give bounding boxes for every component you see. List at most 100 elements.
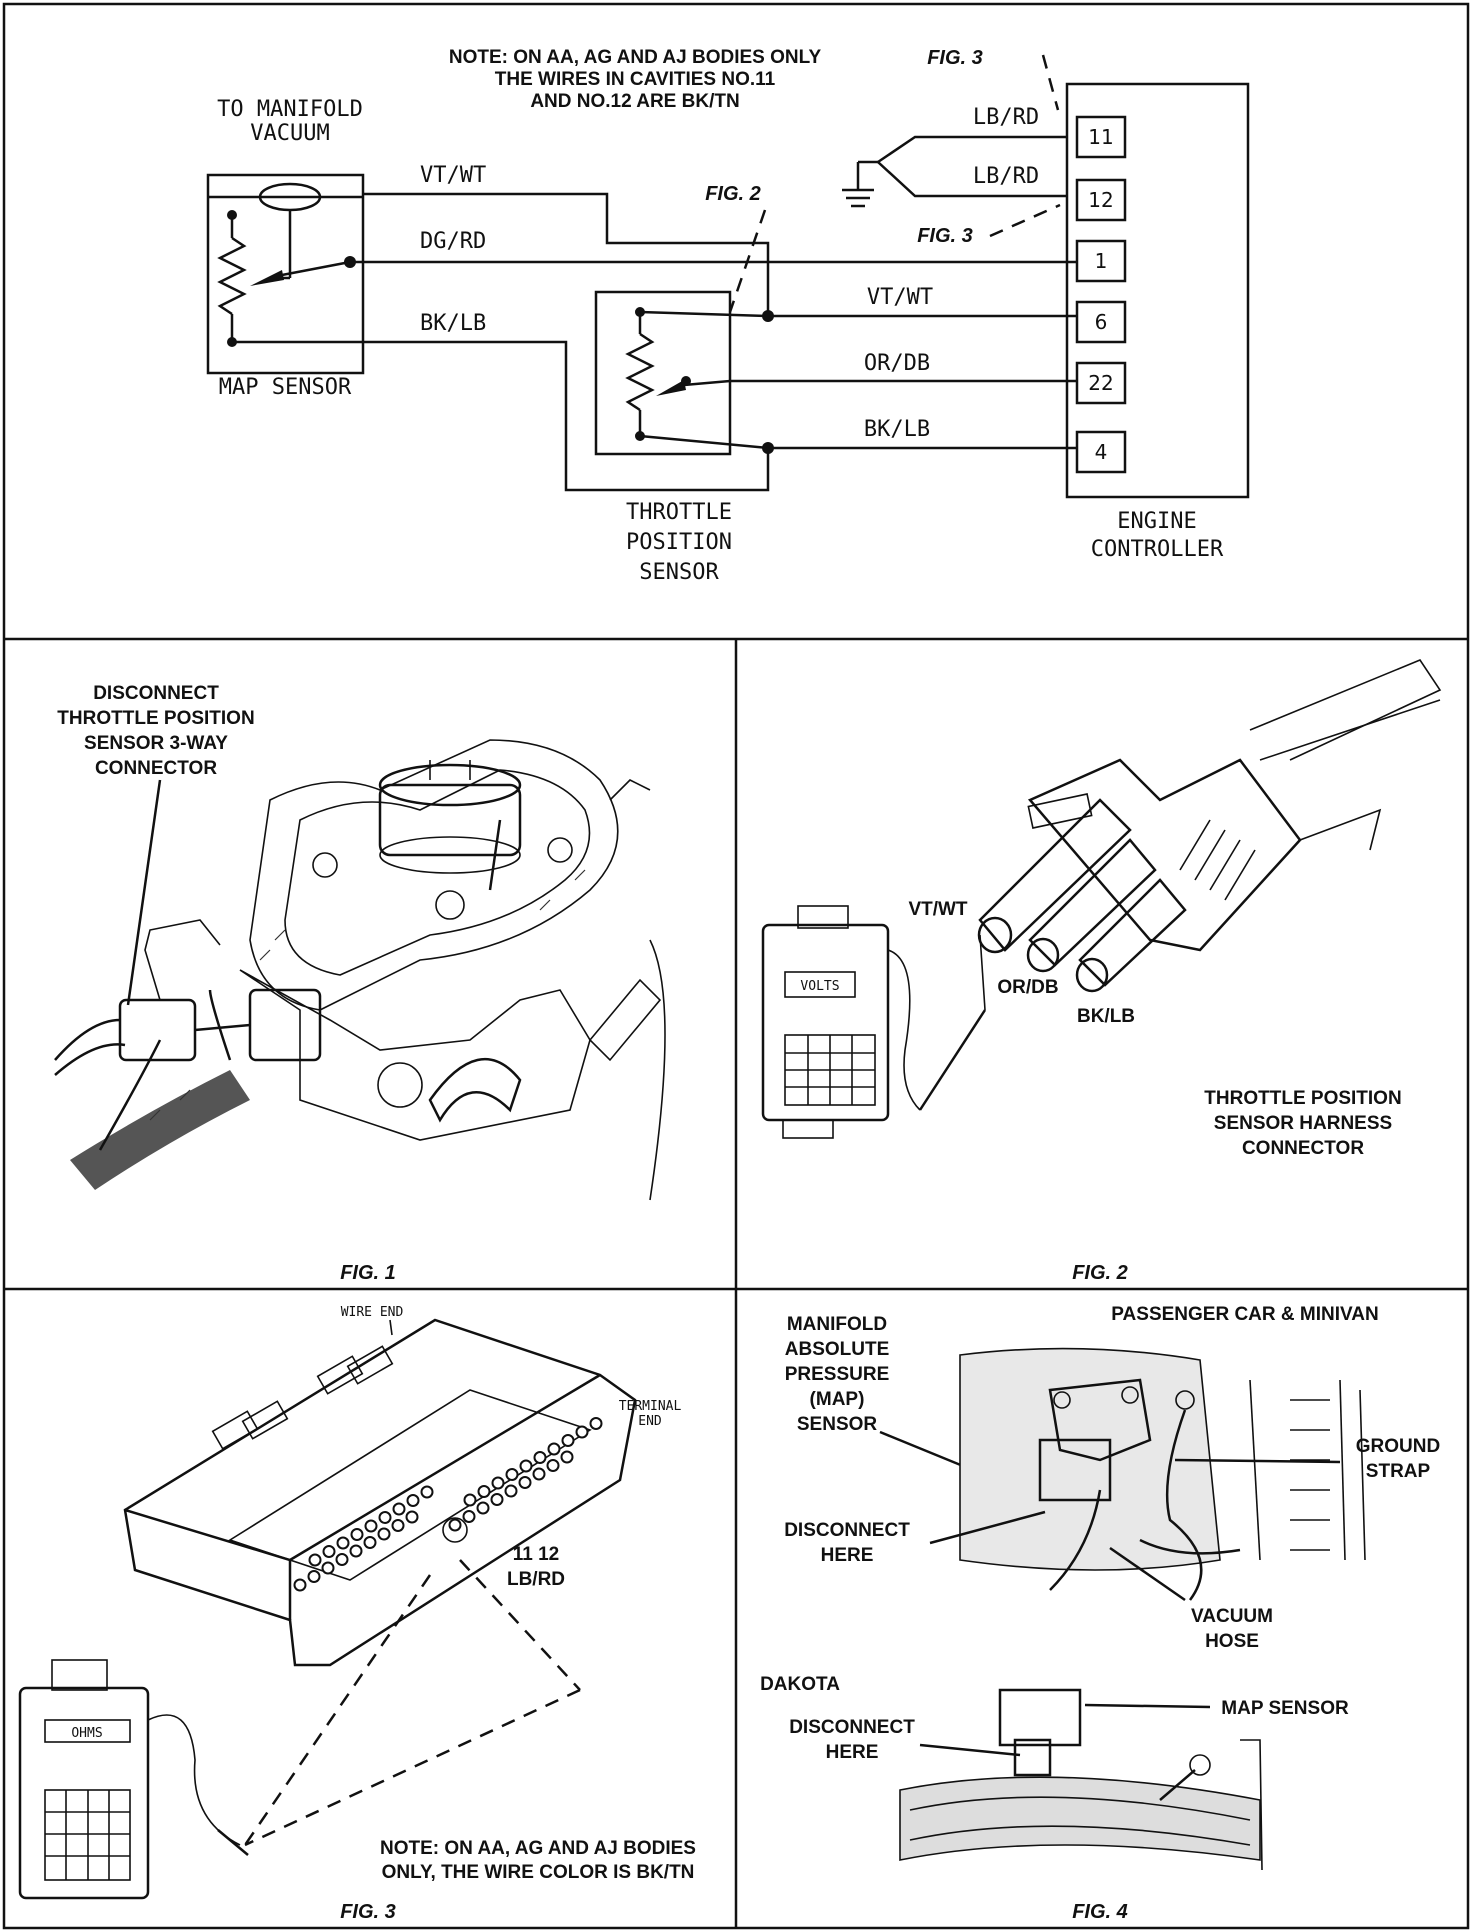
connector-pin (504, 1484, 518, 1498)
controller-label-line2: CONTROLLER (1091, 537, 1224, 562)
wire-bklb-map (232, 340, 770, 492)
connector-pin (560, 1450, 574, 1464)
wire-label-vtwt-tps: VT/WT (867, 285, 933, 310)
fig4-map-label-line1: MANIFOLD (787, 1314, 887, 1335)
fig4-caption: FIG. 4 (1072, 1901, 1128, 1923)
connector-pin (392, 1502, 406, 1516)
fig1-callout-line3: SENSOR 3-WAY (84, 733, 228, 754)
fig4-map-label-line5: SENSOR (797, 1414, 878, 1435)
fig4-map-label-line4: (MAP) (810, 1389, 865, 1410)
schematic-note-line1: NOTE: ON AA, AG AND AJ BODIES ONLY (449, 47, 822, 68)
fig4-vacuum-hose-line2: HOSE (1205, 1631, 1259, 1652)
pin-22: 22 (1088, 371, 1113, 395)
wire-label-lbrd-12: LB/RD (973, 164, 1039, 189)
tps-label-line3: SENSOR (639, 560, 719, 585)
schematic-note-line2: THE WIRES IN CAVITIES NO.11 (495, 69, 776, 90)
connector-pin (335, 1553, 349, 1566)
fig1-caption: FIG. 1 (340, 1262, 396, 1284)
fig2-caption: FIG. 2 (1072, 1262, 1128, 1284)
fig4-map-sensor-label: MAP SENSOR (1221, 1698, 1349, 1719)
pin-4: 4 (1095, 440, 1108, 464)
connector-pin (518, 1476, 532, 1489)
pin-12: 12 (1088, 188, 1113, 212)
connector-pin (561, 1434, 575, 1447)
fig4-disconnect2-line1: DISCONNECT (789, 1717, 915, 1738)
fig2-label-ordb: OR/DB (997, 977, 1058, 998)
wire-vtwt-map (363, 192, 770, 316)
manifold-vacuum-label-line1: TO MANIFOLD (217, 97, 363, 122)
connector-pin (420, 1485, 434, 1499)
wire-label-lbrd-11: LB/RD (973, 105, 1039, 130)
connector-pin (322, 1545, 336, 1558)
connector-pin (307, 1570, 321, 1583)
controller-label-line1: ENGINE (1117, 509, 1196, 534)
connector-pin (349, 1544, 363, 1558)
wire-label-vtwt-map: VT/WT (420, 163, 486, 188)
fig2-connector-probe-illustration: VOLTS VT/WT OR/DB BK (761, 659, 1442, 1284)
pin-1: 1 (1095, 249, 1108, 273)
connector-pin (477, 1485, 491, 1498)
fig3-callout-bottom: FIG. 3 (917, 225, 973, 247)
fig2-callout: FIG. 2 (705, 183, 761, 205)
fig3-caption: FIG. 3 (340, 1901, 396, 1923)
fig2-connector-label-line1: THROTTLE POSITION (1204, 1088, 1401, 1109)
map-sensor-label: MAP SENSOR (219, 375, 352, 400)
fig1-callout-line4: CONNECTOR (95, 758, 217, 779)
fig3-pin-array (293, 1417, 603, 1592)
fig4-map-sensor-locations: PASSENGER CAR & MINIVAN MANIFOLD ABSOLUT… (760, 1304, 1440, 1923)
connector-pin (491, 1476, 505, 1490)
fig4-map-label-line3: PRESSURE (785, 1364, 890, 1385)
fig3-controller-connector-illustration: WIRE END TERMINAL END 11 12 LB/RD OHMS (18, 1305, 696, 1923)
map-sensor-symbol (206, 173, 365, 375)
connector-pin (406, 1494, 420, 1507)
fig3-wire-end-label: WIRE END (341, 1305, 404, 1320)
connector-pin (448, 1518, 462, 1532)
connector-pin (321, 1561, 335, 1575)
fig3-pin-color: LB/RD (507, 1569, 565, 1590)
connector-pin (546, 1459, 560, 1472)
ground-wires (842, 135, 1067, 208)
connector-pin (336, 1536, 350, 1550)
fig2-label-bklb: BK/LB (1077, 1006, 1135, 1027)
wire-vtwt-tps (639, 310, 1077, 318)
fig4-ground-strap-line1: GROUND (1356, 1436, 1440, 1457)
connector-pin (350, 1528, 364, 1541)
fig2-connector-label-line2: SENSOR HARNESS (1214, 1113, 1392, 1134)
fig3-note-line2: ONLY, THE WIRE COLOR IS BK/TN (382, 1862, 695, 1883)
fig2-meter-mode: VOLTS (800, 979, 839, 994)
fig2-label-vtwt: VT/WT (908, 899, 967, 920)
connector-pin (378, 1511, 392, 1524)
wire-label-bklb-map: BK/LB (420, 311, 486, 336)
pin-6: 6 (1095, 310, 1108, 334)
fig3-callout-top: FIG. 3 (927, 47, 983, 69)
tps-label-line2: POSITION (626, 530, 732, 555)
connector-pin (505, 1468, 519, 1481)
tps-label-line1: THROTTLE (626, 500, 732, 525)
wire-label-dgrd: DG/RD (420, 229, 486, 254)
fig3-meter: OHMS (18, 1659, 150, 1900)
connector-pin (377, 1527, 391, 1541)
fig3-terminal-end-line2: END (638, 1414, 662, 1429)
schematic-note-line3: AND NO.12 ARE BK/TN (530, 91, 739, 112)
fig2-meter: VOLTS (761, 905, 890, 1139)
fig4-vacuum-hose-line1: VACUUM (1191, 1606, 1273, 1627)
fig4-disconnect1-line2: HERE (821, 1545, 874, 1566)
fig4-map-label-line2: ABSOLUTE (785, 1339, 890, 1360)
connector-pin (532, 1467, 546, 1481)
wire-bklb-tps (639, 434, 1077, 450)
fig1-callout-line2: THROTTLE POSITION (57, 708, 254, 729)
connector-pin (533, 1451, 547, 1464)
manifold-vacuum-label-line2: VACUUM (250, 121, 329, 146)
wiring-schematic: NOTE: ON AA, AG AND AJ BODIES ONLY THE W… (206, 47, 1250, 585)
fig4-ground-strap-line2: STRAP (1366, 1461, 1431, 1482)
connector-pin (462, 1510, 476, 1523)
connector-pin (490, 1493, 504, 1506)
fig4-disconnect2-line2: HERE (826, 1742, 879, 1763)
wire-label-bklb-tps: BK/LB (864, 417, 930, 442)
fig4-disconnect1-line1: DISCONNECT (784, 1520, 910, 1541)
connector-pin (463, 1493, 477, 1507)
connector-pin (364, 1519, 378, 1533)
fig3-meter-mode: OHMS (71, 1726, 102, 1741)
